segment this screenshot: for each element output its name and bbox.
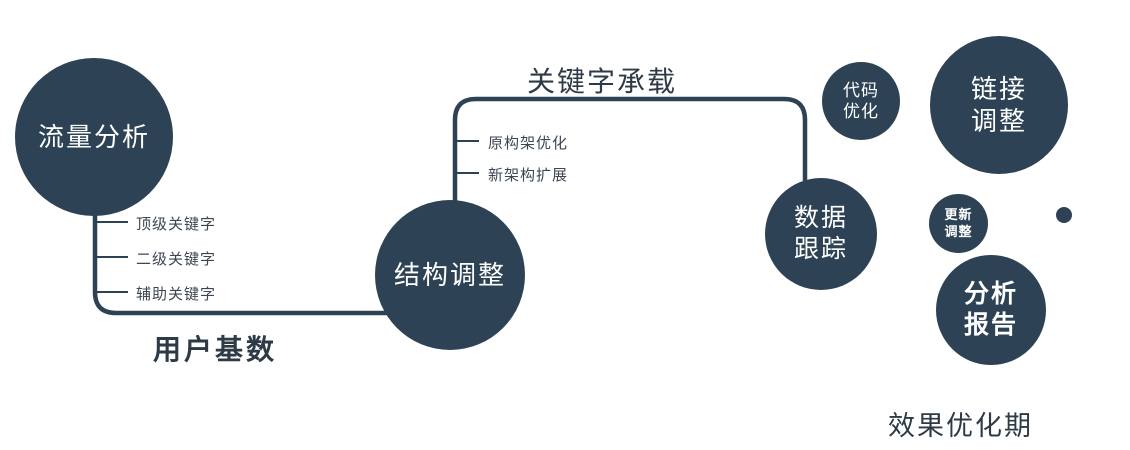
node-analysis-report-line1: 分析	[963, 279, 1018, 308]
edge-label-keyword-carry: 关键字承载	[527, 66, 678, 97]
node-structure-adjustment: 结构调整	[375, 200, 525, 350]
node-link-adjustment-line1: 链接	[970, 73, 1027, 104]
node-analysis-report-line2: 报告	[963, 311, 1018, 339]
node-data-tracking-line2: 跟踪	[793, 235, 848, 263]
branch-label-aux-keyword: 辅助关键字	[136, 286, 217, 303]
node-code-optimization-line1: 代码	[843, 80, 879, 100]
branch-label-top-keyword: 顶级关键字	[136, 216, 217, 233]
node-link-adjustment: 链接 调整	[930, 36, 1068, 174]
node-link-adjustment-line2: 调整	[970, 106, 1027, 136]
branch-label-arch-expand: 新架构扩展	[488, 167, 569, 184]
branch-label-arch-optimize: 原构架优化	[488, 135, 569, 152]
node-data-tracking-line1: 数据	[793, 203, 848, 232]
node-traffic-analysis: 流量分析	[15, 58, 173, 216]
edge-label-user-base: 用户基数	[153, 334, 278, 365]
node-structure-adjustment-label: 结构调整	[393, 259, 506, 290]
node-update-adjustment-line1: 更新	[944, 207, 973, 223]
node-code-optimization-line2: 优化	[843, 102, 879, 121]
node-update-adjustment: 更新 调整	[929, 194, 988, 253]
caption-effect-optimization: 效果优化期	[888, 411, 1033, 441]
node-analysis-report: 分析 报告	[936, 255, 1046, 365]
node-update-adjustment-line2: 调整	[944, 223, 973, 239]
edge-structure-to-tracking	[452, 96, 808, 225]
node-traffic-analysis-label: 流量分析	[37, 121, 150, 152]
branch-label-second-keyword: 二级关键字	[136, 251, 217, 268]
node-code-optimization: 代码 优化	[822, 62, 900, 140]
node-data-tracking: 数据 跟踪	[765, 178, 877, 290]
dot-marker	[1056, 207, 1072, 223]
